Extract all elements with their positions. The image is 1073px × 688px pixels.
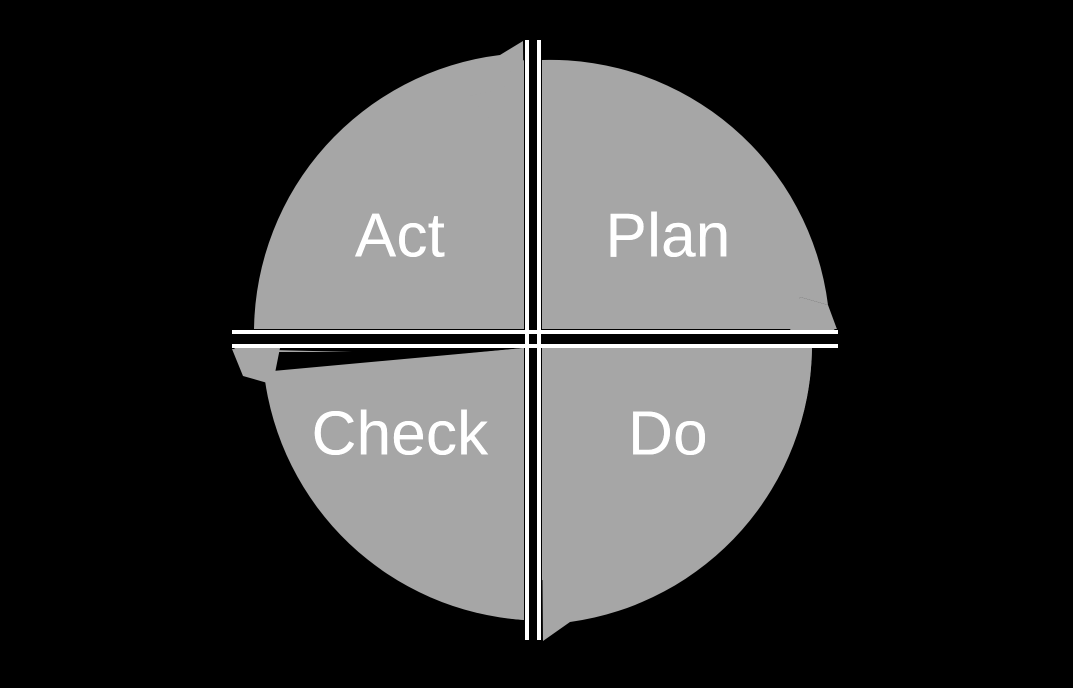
do-arrow-tip-icon — [544, 586, 598, 640]
divider-horizontal-bottom — [232, 344, 838, 348]
divider-vertical-left — [525, 40, 529, 640]
quadrant-do[interactable]: Do — [542, 348, 812, 641]
check-label-top: Check — [312, 399, 490, 468]
do-label-top: Do — [628, 399, 708, 468]
plan-arrow-tip-icon — [790, 296, 836, 331]
plan-label-top: Plan — [606, 201, 731, 270]
check-arrow-tip-icon — [234, 348, 280, 383]
act-wedge — [254, 55, 524, 329]
act-label-top: Act — [355, 201, 445, 270]
check-wedge-body — [264, 348, 524, 620]
divider-vertical-right — [537, 40, 541, 640]
do-wedge-body — [542, 348, 812, 621]
divider-horizontal-top — [232, 330, 838, 334]
quadrant-act[interactable]: Act — [254, 41, 524, 329]
do-label: Do — [628, 399, 708, 468]
plan-wedge — [542, 59, 828, 330]
act-label: Act — [355, 201, 445, 270]
quadrant-check[interactable]: Check — [232, 348, 524, 620]
act-arrow-tip-icon — [468, 42, 522, 96]
plan-label: Plan — [606, 201, 731, 270]
check-label: Check — [312, 399, 490, 468]
